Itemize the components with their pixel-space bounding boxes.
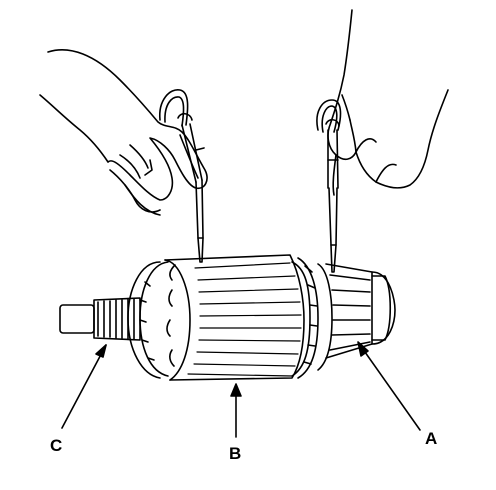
label-b: B <box>229 444 242 463</box>
right-hand <box>327 9 449 196</box>
commutator <box>317 263 396 371</box>
left-hand <box>39 49 208 216</box>
test-lead-wires <box>159 89 342 133</box>
left-probe <box>177 112 205 263</box>
arrow-b <box>230 383 242 438</box>
right-probe <box>325 118 340 273</box>
arrow-a <box>357 341 421 431</box>
shaft-spline-end <box>59 297 141 341</box>
arrow-c <box>61 344 107 429</box>
label-c: C <box>50 436 63 455</box>
armature-end-face <box>127 261 169 379</box>
armature-core <box>164 254 305 381</box>
label-a: A <box>425 429 438 448</box>
armature-windings <box>291 257 319 379</box>
